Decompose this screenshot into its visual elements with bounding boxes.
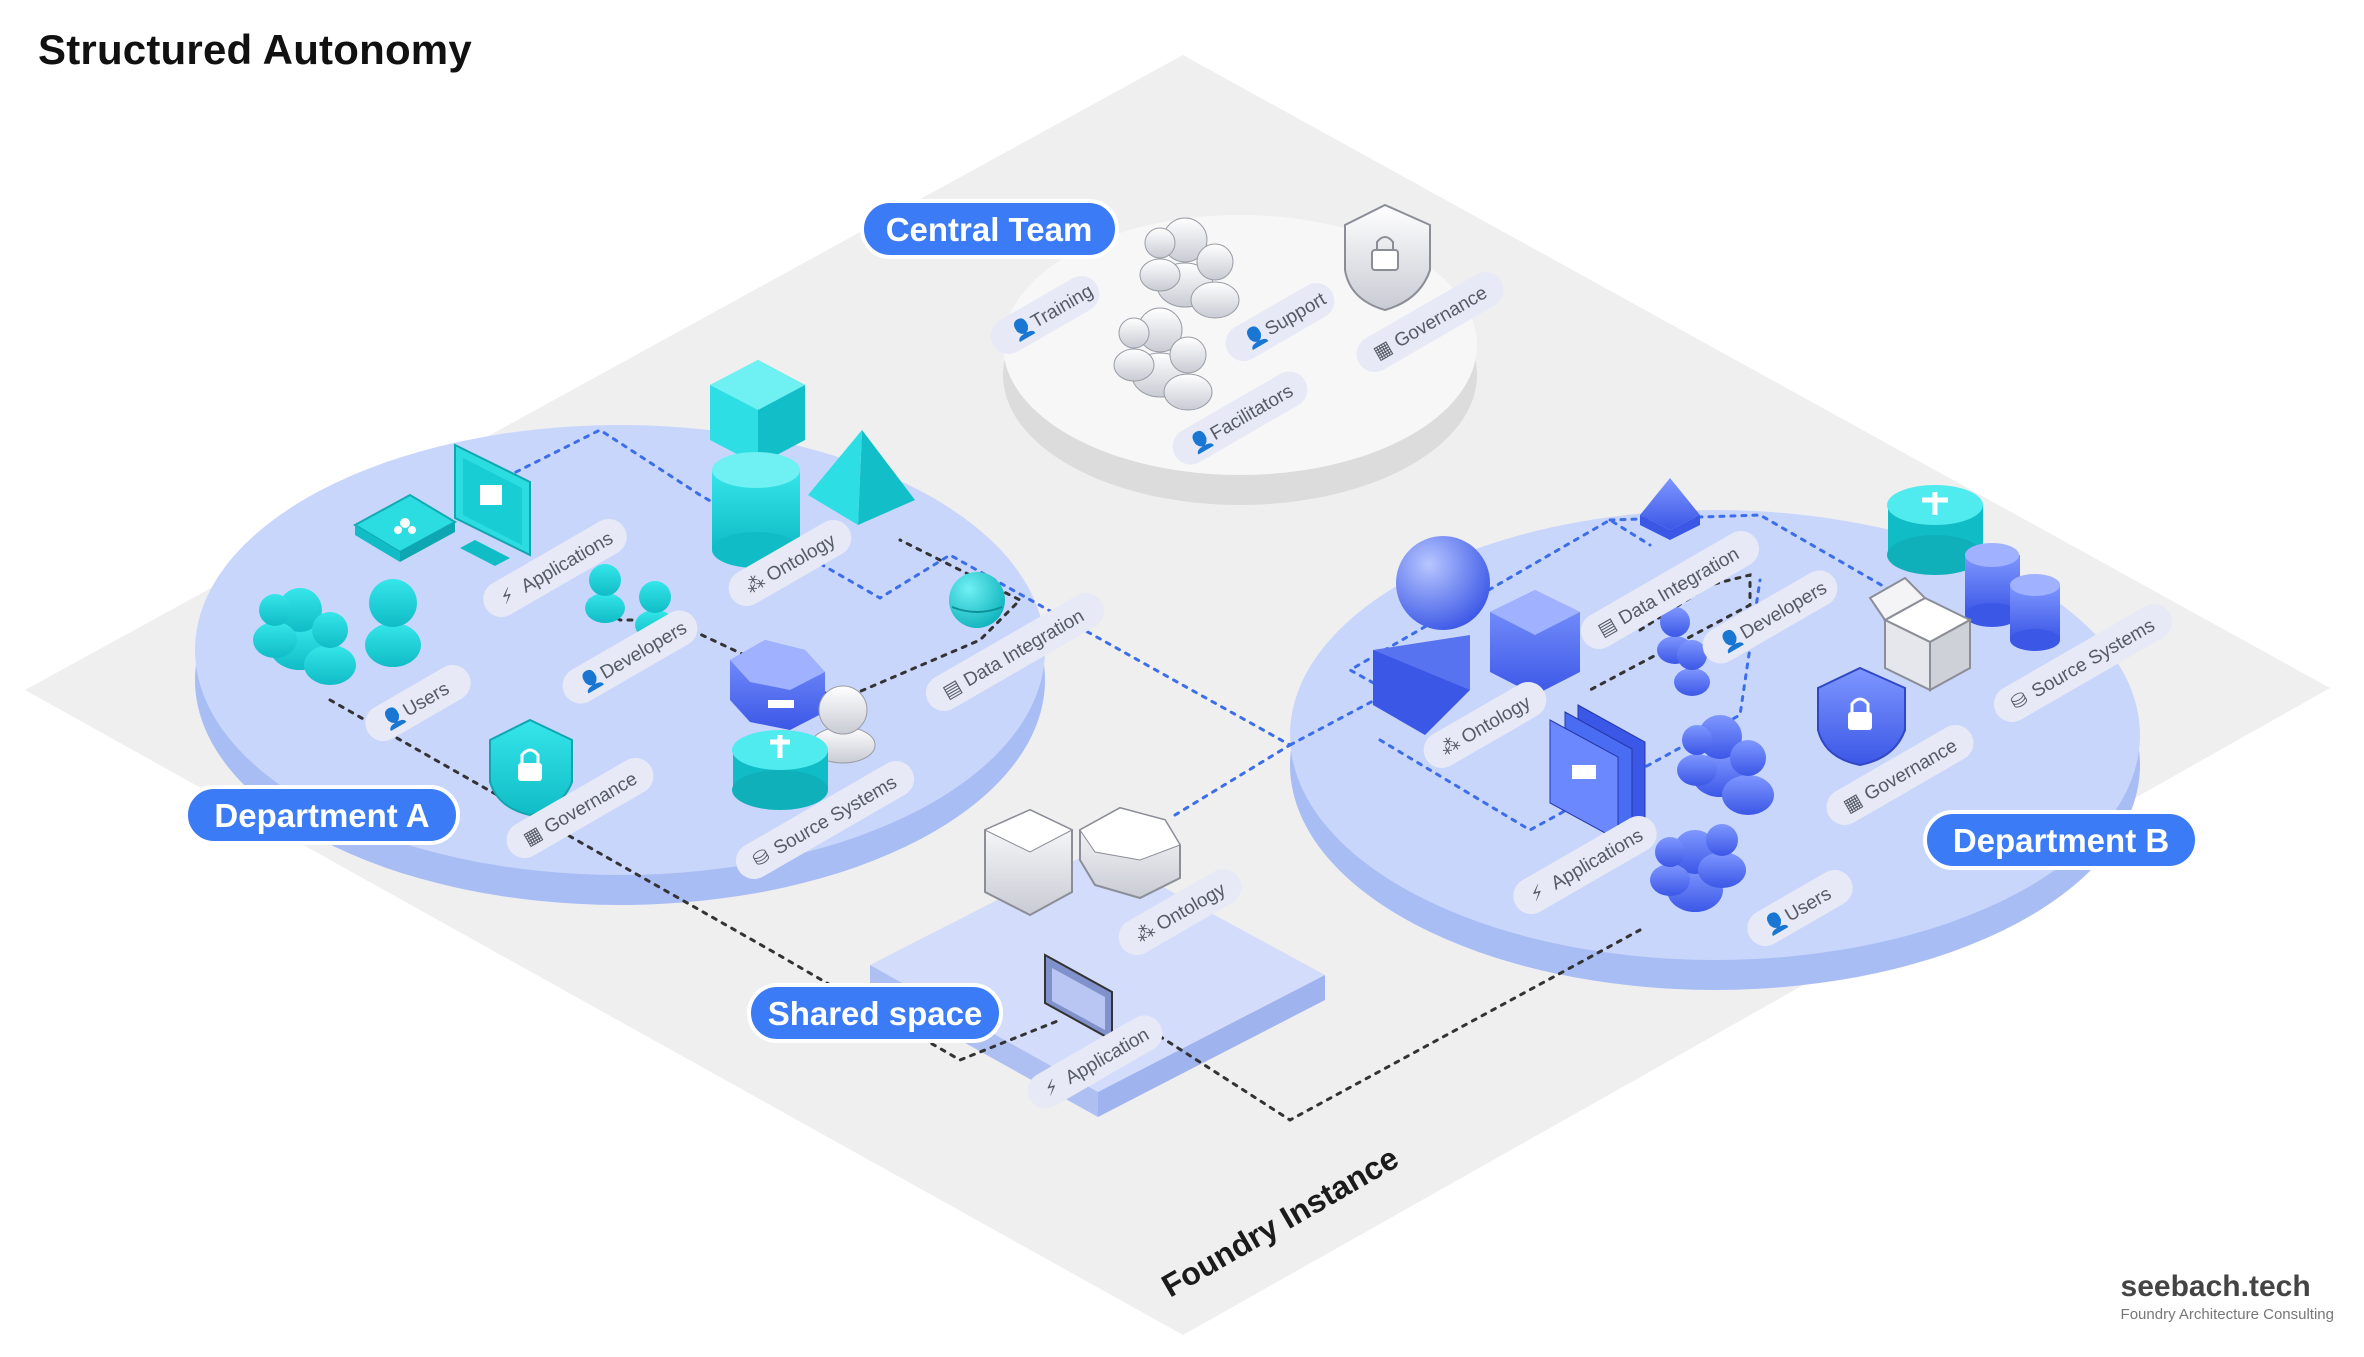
- team-badges: Central Team Department A Department B S…: [184, 199, 2199, 1043]
- brand-name: seebach.tech: [2120, 1270, 2311, 1303]
- pill-b-ontology: ⁂ Ontology: [1423, 682, 1547, 768]
- data-integration-pyramid-icon: [1640, 478, 1700, 540]
- single-user-icon: [365, 579, 421, 667]
- ontology-cube-icon: [710, 360, 805, 465]
- ontology-prism-icon: [1373, 635, 1470, 735]
- tablet-icon: [352, 493, 458, 562]
- svg-text:Central Team: Central Team: [886, 211, 1093, 248]
- ontology-pyramid-icon: [808, 430, 915, 525]
- svg-text:Shared space: Shared space: [768, 995, 983, 1032]
- monitor-icon: [454, 443, 531, 566]
- brand-block: seebach.tech Foundry Architecture Consul…: [2121, 1270, 2334, 1323]
- pill-support: 👤 Support: [1225, 283, 1335, 361]
- department-a-badge: Department A: [184, 785, 460, 845]
- source-systems-db-icon: [732, 730, 828, 810]
- ontology-cube-icon: [1490, 590, 1580, 695]
- svg-text:Department A: Department A: [214, 797, 429, 834]
- governance-shield-icon: [1344, 203, 1431, 312]
- central-team-badge: Central Team: [860, 199, 1119, 259]
- svg-text:Department B: Department B: [1953, 822, 2169, 859]
- shared-ontology-cube-icon: [983, 808, 1074, 917]
- department-b-badge: Department B: [1923, 810, 2199, 870]
- foundry-instance-plane: [25, 55, 2330, 1335]
- source-systems-db-icon: [1887, 485, 1983, 575]
- data-integration-sphere-icon: [949, 572, 1005, 628]
- shared-ontology-hexagon-icon: [1079, 806, 1181, 900]
- users-people-icon: [253, 588, 356, 685]
- department-b-icons: [1373, 478, 2060, 912]
- governance-shield-icon: [1817, 666, 1906, 767]
- support-people-icon: [1139, 217, 1240, 319]
- users-people-icon-lower: [1650, 824, 1746, 912]
- applications-screens-icon: [1549, 704, 1646, 841]
- source-systems-server-icon: [730, 640, 825, 730]
- users-people-icon-upper: [1677, 715, 1774, 815]
- shared-space-badge: Shared space: [747, 983, 1003, 1043]
- department-a-icons: [253, 360, 1005, 817]
- developers-people-icon: [1657, 607, 1710, 696]
- central-team-icons: [1113, 203, 1431, 411]
- source-systems-box-icon: [1868, 576, 1973, 692]
- connection-shared-dept-b-ontology: [1288, 518, 1652, 747]
- source-systems-cylinders-icon: [1965, 543, 2060, 651]
- facilitators-people-icon: [1113, 307, 1213, 411]
- ontology-cylinder-icon: [712, 452, 800, 568]
- connection-shared-application-dept-b-users: [1148, 928, 1642, 1122]
- governance-shield-icon: [489, 718, 573, 817]
- shared-space-icons: [983, 806, 1181, 1042]
- brand-tagline: Foundry Architecture Consulting: [2120, 1306, 2334, 1323]
- page-title: Structured Autonomy: [38, 26, 472, 73]
- ontology-sphere-icon: [1396, 536, 1490, 630]
